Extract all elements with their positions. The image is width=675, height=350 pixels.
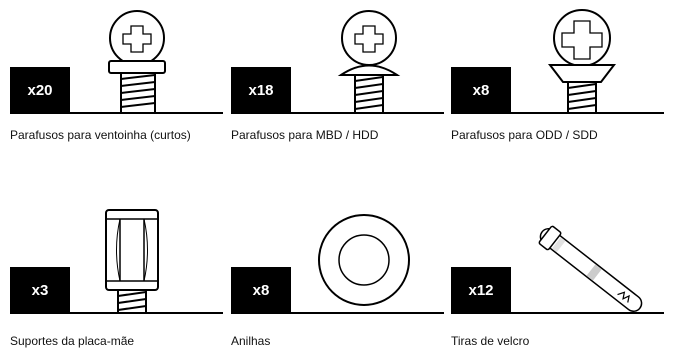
odd-ssd-screw-icon [451, 9, 664, 114]
part-fan-screws: x20 Parafusos para ventoinha (curtos) [10, 0, 225, 150]
motherboard-standoff-icon [10, 209, 223, 314]
quantity-badge: x3 [10, 267, 70, 313]
part-label: Parafusos para ventoinha (curtos) [10, 128, 191, 142]
quantity-badge: x12 [451, 267, 511, 313]
part-label: Anilhas [231, 334, 271, 348]
part-washers: x8 Anilhas [231, 200, 446, 350]
part-mbd-hdd-screws: x18 Parafusos para MBD / HDD [231, 0, 446, 150]
washer-icon [231, 214, 444, 314]
part-standoffs: x3 Suportes da placa-mãe [10, 200, 225, 350]
quantity-badge: x20 [10, 67, 70, 113]
quantity-badge: x8 [231, 267, 291, 313]
velcro-strap-icon [451, 225, 664, 314]
quantity-badge: x18 [231, 67, 291, 113]
fan-screw-short-icon [10, 10, 223, 114]
part-label: Parafusos para ODD / SDD [451, 128, 598, 142]
part-odd-ssd-screws: x8 Parafusos para ODD / SDD [451, 0, 666, 150]
quantity-badge: x8 [451, 67, 511, 113]
part-label: Tiras de velcro [451, 334, 530, 348]
part-label: Parafusos para MBD / HDD [231, 128, 379, 142]
part-velcro-straps: x12 Tiras de velcro [451, 200, 666, 350]
mbd-hdd-screw-icon [231, 10, 444, 114]
part-label: Suportes da placa-mãe [10, 334, 135, 348]
